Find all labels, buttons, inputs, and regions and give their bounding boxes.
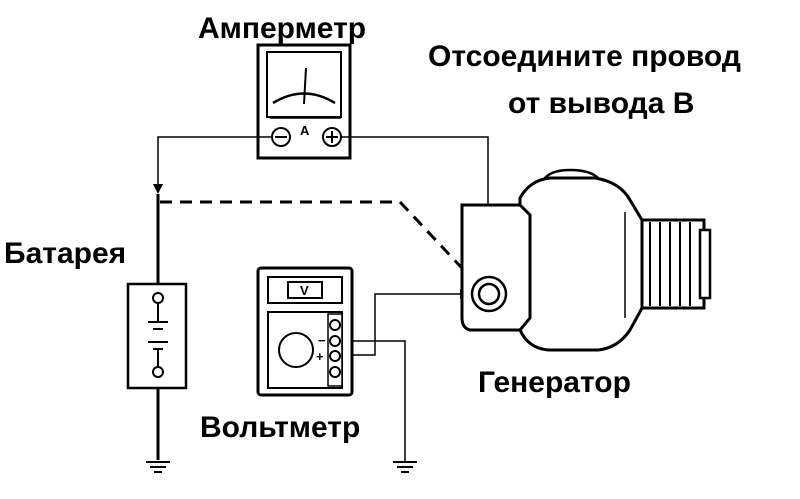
wire-voltmeter-to-ground: [345, 340, 406, 462]
voltmeter-unit: V: [300, 283, 309, 298]
ground-symbol-voltmeter: [393, 461, 417, 473]
wire-voltmeter-to-generator: [345, 293, 466, 356]
voltmeter-minus-sign: −: [318, 333, 326, 348]
voltmeter-plus-terminal: [329, 350, 341, 362]
ammeter-unit: A: [300, 123, 310, 138]
generator-body: [518, 176, 644, 352]
ammeter: A: [256, 43, 352, 160]
disconnected-wire: [160, 200, 478, 285]
generator-label: Генератор: [478, 366, 631, 399]
generator-rear-housing: [460, 203, 532, 332]
ground-symbol-battery: [146, 461, 170, 473]
voltmeter-dial: [278, 332, 314, 368]
instruction-line-1: Отсоедините провод: [428, 40, 741, 73]
generator: [460, 168, 712, 352]
voltmeter-label: Вольтметр: [200, 411, 360, 444]
voltmeter-display: [287, 281, 323, 299]
arrow-to-battery: [153, 184, 163, 194]
wire-ammeter-to-battery: [157, 136, 272, 192]
ammeter-needle: [303, 67, 307, 105]
ammeter-label: Амперметр: [198, 12, 366, 45]
generator-pulley: [638, 218, 712, 310]
voltmeter-plus-sign: +: [316, 349, 324, 364]
battery-label: Батарея: [4, 237, 126, 270]
voltmeter: V − +: [256, 266, 354, 397]
instruction-line-2: от вывода В: [508, 87, 694, 120]
battery: [126, 282, 188, 390]
voltmeter-minus-terminal: [329, 335, 341, 347]
